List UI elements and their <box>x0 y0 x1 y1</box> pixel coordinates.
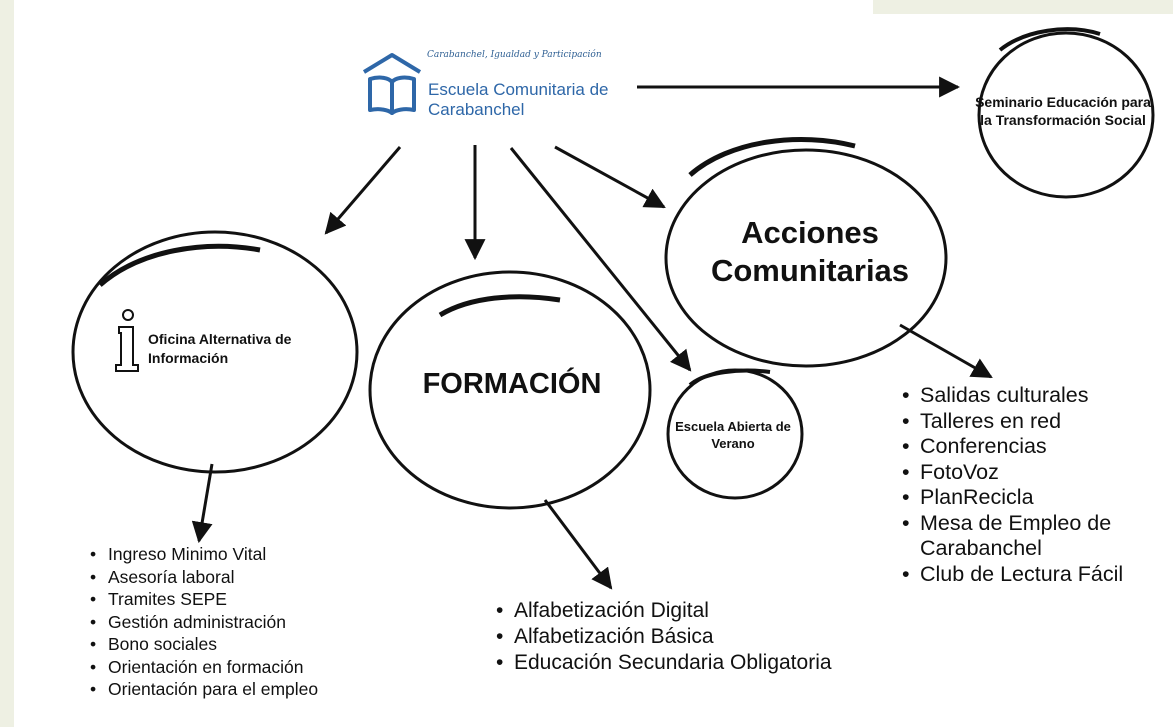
logo-tagline: Carabanchel, Igualdad y Participación <box>427 50 602 60</box>
list-item: Gestión administración <box>90 611 390 634</box>
list-item: Tramites SEPE <box>90 588 390 611</box>
list-item: Alfabetización Básica <box>496 624 926 650</box>
oficina-circle <box>71 230 359 474</box>
list-item: Salidas culturales <box>902 383 1162 409</box>
oficina-list: Ingreso Minimo Vital Asesoría laboral Tr… <box>90 543 390 701</box>
escuela-abierta-label: Escuela Abierta de Verano <box>675 419 791 451</box>
list-item: Bono sociales <box>90 633 390 656</box>
arrow-to-acciones <box>554 145 666 209</box>
formacion-circle <box>368 270 652 510</box>
arrow-formacion-list <box>543 499 613 590</box>
arrow-to-escuela-abierta <box>509 147 692 372</box>
list-item: Orientación para el empleo <box>90 678 390 701</box>
seminario-circle <box>977 27 1155 199</box>
arrow-to-oficina <box>324 146 402 235</box>
list-item: PlanRecicla <box>902 485 1162 511</box>
list-item: FotoVoz <box>902 460 1162 486</box>
list-item: Talleres en red <box>902 409 1162 435</box>
list-item: Alfabetización Digital <box>496 598 926 624</box>
acciones-circle <box>664 137 948 368</box>
list-item: Mesa de Empleo de Carabanchel <box>902 511 1162 562</box>
background-corner <box>873 0 1173 14</box>
seminario-label: Seminario Educación para la Transformaci… <box>975 94 1151 128</box>
list-item: Ingreso Minimo Vital <box>90 543 390 566</box>
acciones-list: Salidas culturales Talleres en red Confe… <box>902 383 1162 587</box>
oficina-label: Oficina Alternativa de Información <box>148 331 292 366</box>
list-item: Club de Lectura Fácil <box>902 562 1162 588</box>
open-book-house-icon <box>362 53 422 115</box>
info-icon <box>115 309 139 372</box>
list-item: Conferencias <box>902 434 1162 460</box>
formacion-label: FORMACIÓN <box>422 368 602 400</box>
acciones-label: Acciones Comunitarias <box>710 215 910 288</box>
arrow-oficina-list <box>191 463 214 544</box>
list-item: Educación Secundaria Obligatoria <box>496 650 926 676</box>
formacion-list: Alfabetización Digital Alfabetización Bá… <box>496 598 926 676</box>
list-item: Asesoría laboral <box>90 566 390 589</box>
list-item: Orientación en formación <box>90 656 390 679</box>
logo-name: Escuela Comunitaria de Carabanchel <box>428 80 609 119</box>
escuela-abierta-circle <box>666 368 804 500</box>
arrow-acciones-list <box>899 323 993 379</box>
